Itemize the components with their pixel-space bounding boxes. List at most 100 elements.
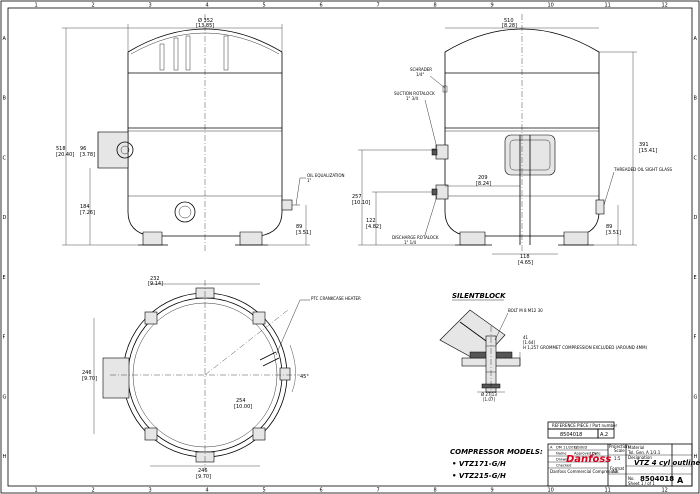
dim-side-body-w: 209 [478, 175, 488, 181]
scale-value: 1:5 [614, 456, 621, 461]
border-row-label: B [3, 96, 7, 102]
border-column-label: 7 [377, 488, 380, 494]
label-ptc-heater: PTC CRANKCASE HEATER [311, 296, 361, 301]
company-name: Danfoss Commercial Compressors [550, 469, 619, 474]
sheet-revision: A [677, 476, 684, 485]
dim-width-top: Ø 352 [198, 17, 213, 24]
revision-cell: Drawn [556, 458, 568, 462]
revision-cell: Name [556, 452, 567, 456]
border-column-label: 1 [35, 488, 38, 494]
border-column-label: 10 [548, 488, 554, 494]
border-column-label: 1 [35, 3, 38, 9]
border-row-label: D [694, 215, 698, 221]
border-column-label: 3 [149, 488, 152, 494]
tolerance-value: A 1/3.1 [646, 450, 661, 455]
dim-side-top-w-in: [8.28] [502, 23, 517, 29]
revision-cell: ISSUED [574, 446, 588, 450]
border-column-label: 8 [434, 488, 437, 494]
border-column-label: 6 [320, 488, 323, 494]
border-column-label: 12 [662, 488, 668, 494]
dim-height-total-in: [20.40] [56, 152, 74, 158]
format-value: A3 [612, 469, 618, 474]
dim-height-total: 518 [56, 146, 66, 152]
dim-height-mid: 184 [80, 204, 90, 210]
border-column-label: 6 [320, 3, 323, 9]
designation-label: Designation [628, 455, 652, 460]
border-row-label: F [3, 335, 6, 341]
label-suction-size: 1" 3/4 [406, 96, 419, 101]
top-view: PTC CRANKCASE HEATER 232 [9.14] 246 [9.7… [82, 276, 361, 480]
scale-label: Scale [614, 448, 625, 453]
models-title: COMPRESSOR MODELS: [450, 448, 543, 456]
silentblock-h-in: [1.64] [523, 340, 535, 345]
dim-top-bottom-w-in: [9.70] [196, 474, 211, 480]
projection-label: Projection [609, 444, 629, 449]
designation-value: VTZ 4 cyl outline [634, 459, 700, 467]
dim-height-mid-in: [7.26] [80, 210, 95, 216]
dim-top-angle: 45° [300, 374, 309, 380]
border-column-label: 11 [605, 3, 611, 9]
reference-header: REFERENCE PIECE / Part number [552, 423, 617, 428]
silentblock-grommet: H 1,257 GROMMET COMPRESSION EXCLUDED (AR… [523, 345, 648, 350]
dim-side-base-w-in: [4.65] [518, 260, 533, 266]
label-schrader: SCHRADER [410, 67, 432, 72]
silentblock-h: 41 [523, 335, 529, 340]
label-schrader-size: 1/4" [416, 72, 424, 77]
label-oil-equalization: OIL EQUALIZATION [307, 173, 345, 178]
dim-side-height-right-in: [15.41] [639, 148, 657, 154]
front-view: Ø 352 [13.85] 518 [20.40] 96 [3.78] 184 … [56, 14, 345, 252]
border-column-label: 8 [434, 3, 437, 9]
revision-cell: Checked [556, 464, 571, 468]
border-row-label: G [694, 394, 698, 400]
dim-top-w-in: [9.14] [148, 281, 163, 287]
silentblock-title: SILENTBLOCK [452, 292, 506, 300]
border-column-label: 5 [263, 3, 266, 9]
title-block: REFERENCE PIECE / Part number 8504018 A.… [547, 421, 700, 487]
border-column-label: 9 [491, 488, 494, 494]
border-row-label: F [694, 335, 697, 341]
label-discharge-size: 1" 1/4 [404, 240, 417, 245]
dim-foot-height: 89 [296, 224, 302, 230]
reference-rev: A.2 [600, 432, 608, 438]
dim-side-top-w: 510 [504, 18, 514, 24]
reference-value: 8504018 [560, 432, 582, 438]
border-column-label: 12 [662, 3, 668, 9]
dim-side-base-w: 118 [520, 254, 530, 260]
border-row-label: H [694, 454, 698, 460]
format-label: Format [610, 466, 625, 471]
dim-side-height-right: 391 [639, 142, 649, 148]
side-view: 510 [8.28] 391 [15.41] 257 [10.10] 122 [… [352, 14, 673, 266]
silentblock-bolt-label: BOLT M 8 M12 30 [508, 308, 543, 313]
border-column-label: 3 [149, 3, 152, 9]
dim-side-discharge-h-in: [10.10] [352, 200, 370, 206]
border-row-label: E [3, 275, 6, 281]
border-column-label: 9 [491, 3, 494, 9]
label-discharge-rotalock: DISCHARGE ROTALOCK [392, 235, 439, 240]
models-list: • VTZ171-G/H• VTZ215-G/H [452, 460, 506, 480]
dim-top-left-h-in: [9.70] [82, 376, 97, 382]
dim-side-lower-h: 122 [366, 218, 376, 224]
dim-side-lower-h-in: [4.82] [366, 224, 381, 230]
border-column-label: 4 [206, 488, 209, 494]
revision-cell: A [550, 446, 553, 450]
tolerance-label: Tol. Gen. [627, 450, 645, 455]
dim-width-top-in: [13.85] [196, 23, 214, 29]
border-row-label: A [694, 36, 698, 42]
border-row-label: D [3, 215, 7, 221]
dim-side-foot-right: 89 [606, 224, 612, 230]
revision-cell: DM 11/2012 [556, 446, 578, 450]
border-row-label: G [3, 394, 7, 400]
border-row-label: B [694, 96, 698, 102]
border-column-label: 2 [92, 3, 95, 9]
model-item: • VTZ215-G/H [452, 472, 506, 480]
compressor-models: COMPRESSOR MODELS: • VTZ171-G/H• VTZ215-… [450, 448, 543, 480]
border-row-label: H [3, 454, 7, 460]
dim-side-a: 96 [80, 146, 86, 152]
border-row-label: C [3, 155, 7, 161]
dim-top-radius-in: [10.00] [234, 404, 252, 410]
